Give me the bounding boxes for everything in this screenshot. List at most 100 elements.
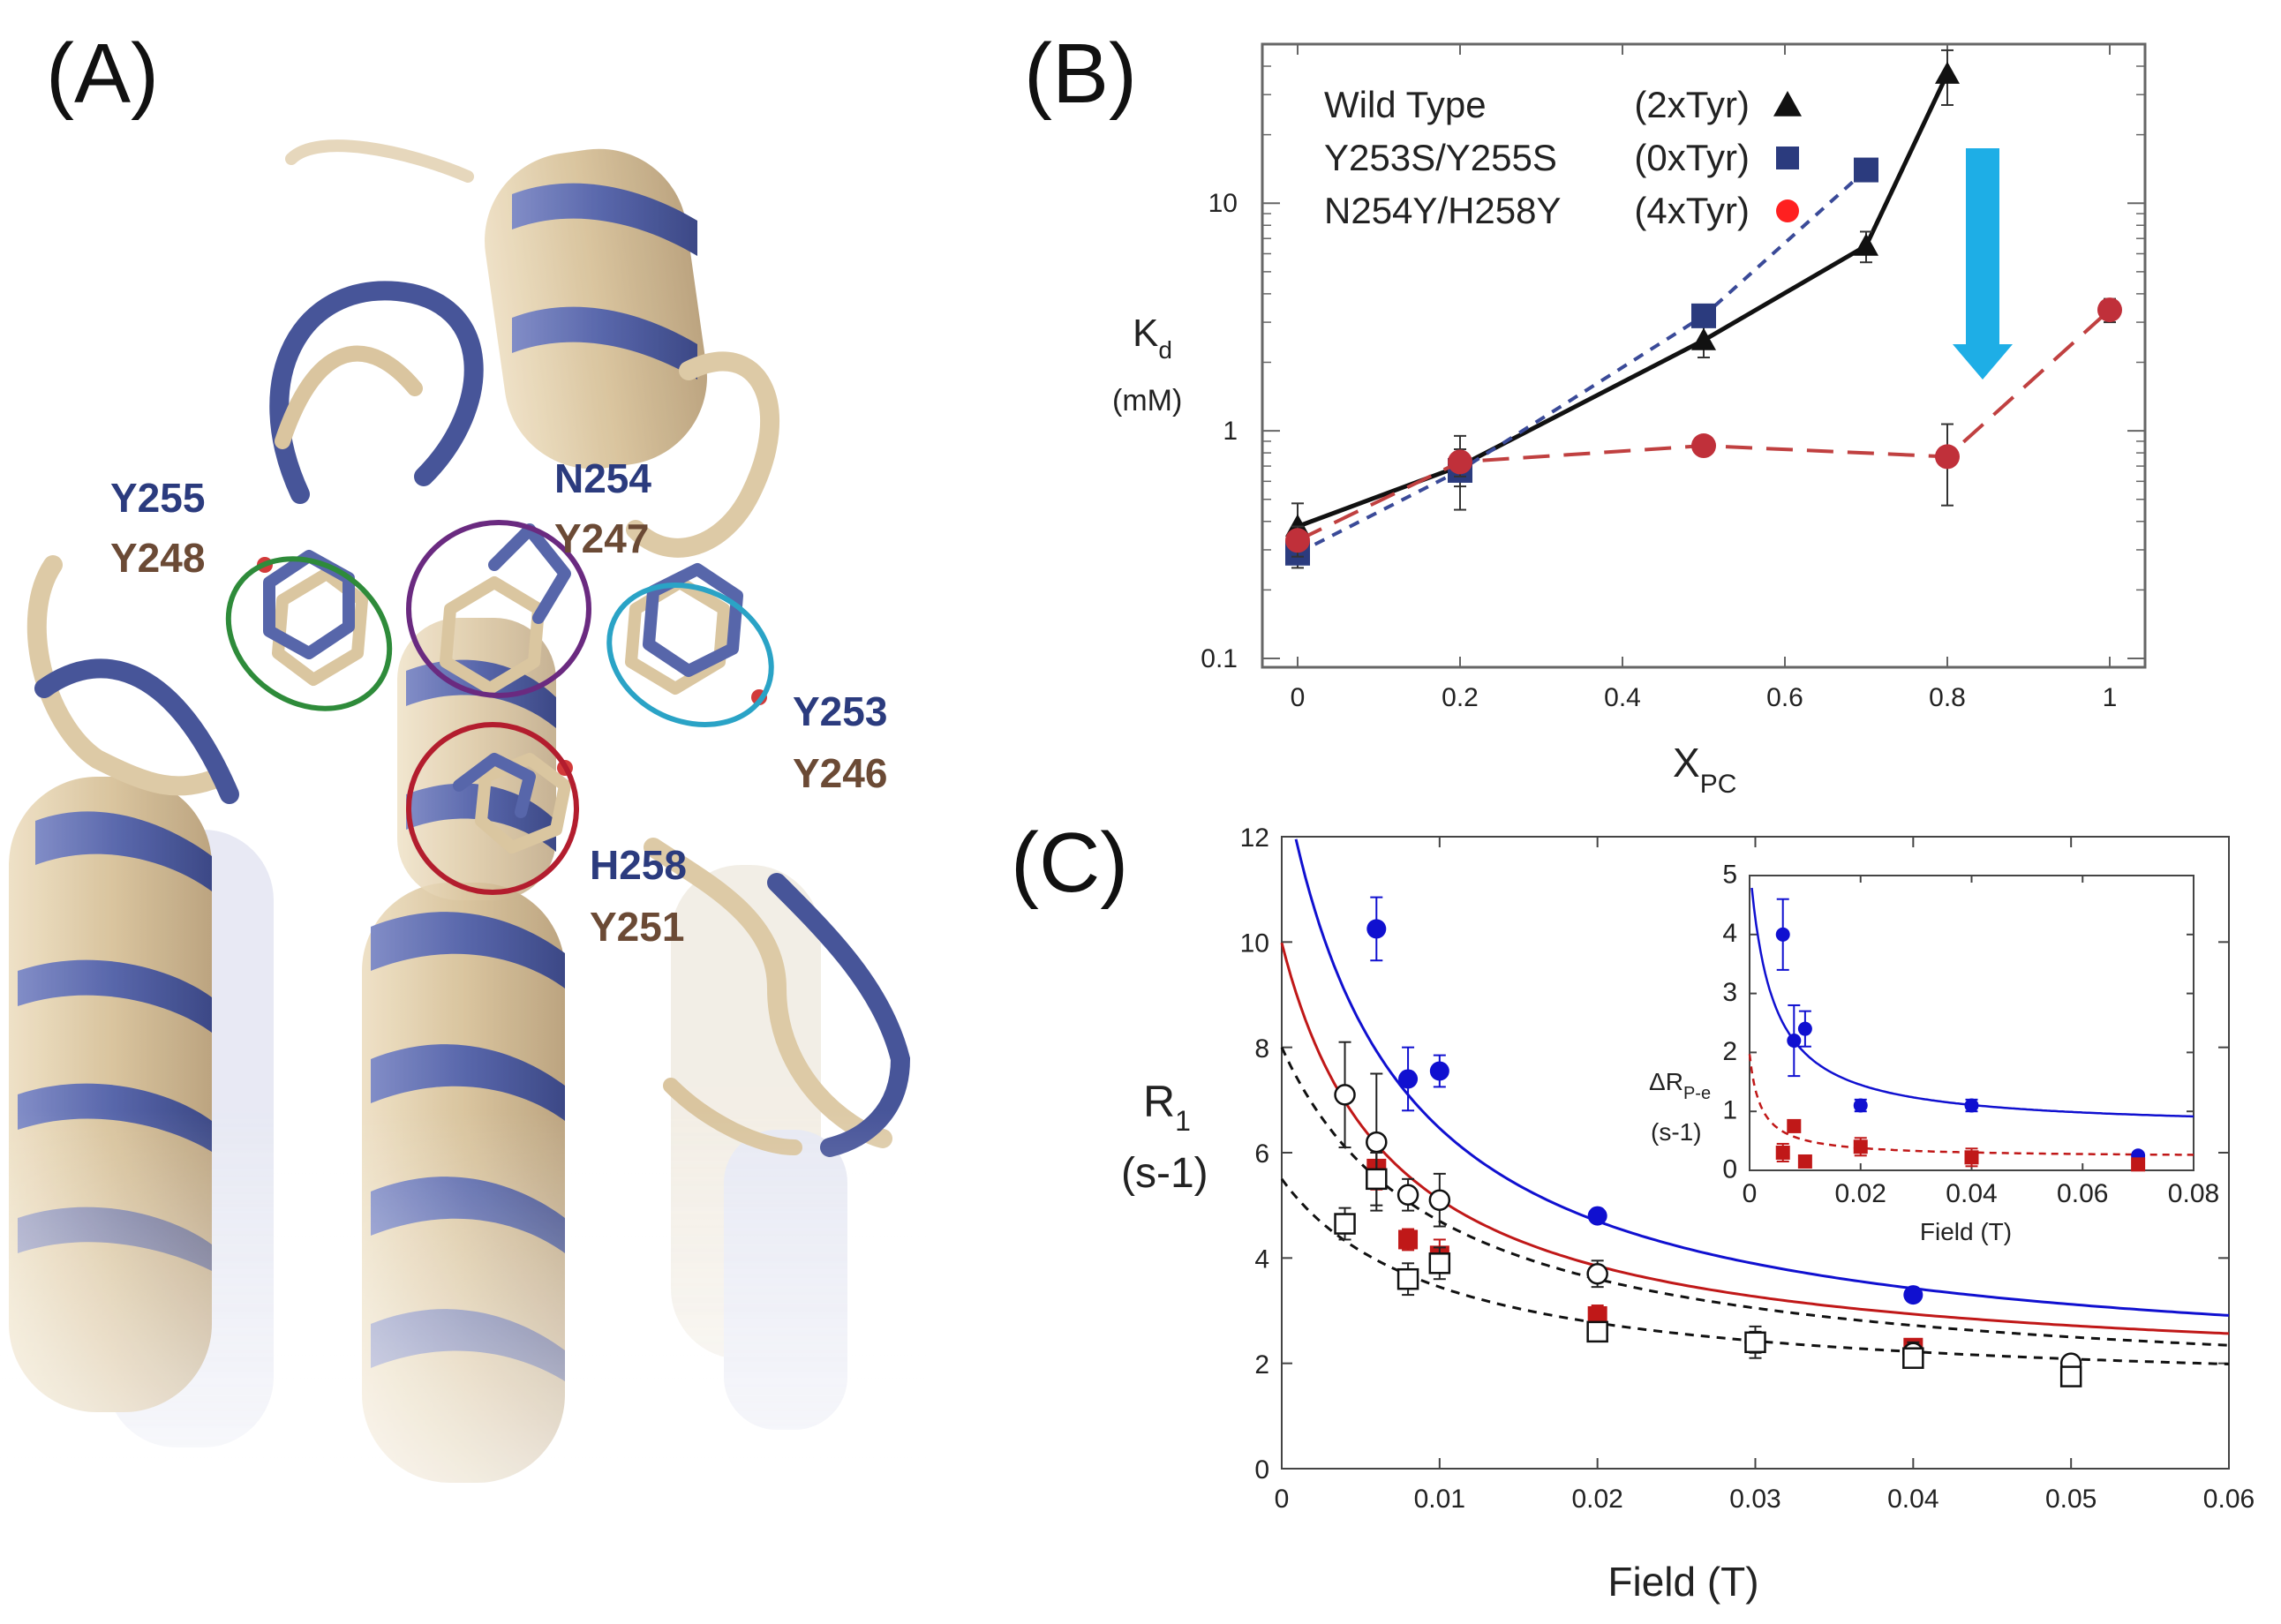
x-tick-label: 0.8 <box>1929 683 1966 712</box>
inset-ylabel-unit: (s-1) <box>1651 1118 1702 1146</box>
x-tick-label: 0.4 <box>1604 683 1641 712</box>
label-y246: Y246 <box>793 750 887 796</box>
x-tick-label: 0.02 <box>1835 1179 1886 1208</box>
data-point <box>1797 1021 1812 1036</box>
label-y251: Y251 <box>590 904 684 950</box>
y-tick-label: 2 <box>1254 1350 1269 1380</box>
arrow-shaft <box>1966 148 1999 347</box>
panel-c-series <box>1280 838 2230 1387</box>
data-point <box>1854 157 1878 183</box>
inset-ylabel: ΔRP-e <box>1649 1068 1711 1103</box>
legend-tag: (2xTyr) <box>1634 84 1750 125</box>
data-point <box>1691 433 1716 459</box>
data-point <box>1902 1347 1924 1369</box>
y-tick-label: 0 <box>1722 1154 1737 1184</box>
x-tick-label: 0.08 <box>2168 1179 2219 1208</box>
x-tick-label: 0 <box>1291 683 1306 712</box>
y-tick-label: 10 <box>1240 929 1269 959</box>
legend-name: Wild Type <box>1324 84 1487 125</box>
data-point <box>1853 1139 1868 1154</box>
y-tick-label: 12 <box>1240 823 1269 853</box>
data-point <box>1797 1154 1812 1169</box>
y-tick-label: 0 <box>1254 1455 1269 1485</box>
label-y253: Y253 <box>793 688 887 734</box>
panel-b-plot-frame <box>1261 42 2147 669</box>
x-tick-label: 0.06 <box>2057 1179 2108 1208</box>
data-point <box>1691 303 1716 328</box>
x-tick-label: 0.05 <box>2045 1485 2097 1514</box>
highlight-ring-cyan <box>606 583 774 727</box>
inset-series <box>1748 887 2194 1172</box>
data-point <box>1964 1098 1979 1113</box>
data-point <box>1587 1305 1607 1326</box>
arrow-head <box>1953 344 2013 380</box>
panel-b-arrow <box>1953 148 2013 380</box>
panel-c-ylabel: R1 <box>1143 1077 1191 1137</box>
panel-b-letter: (B) <box>1024 26 1137 121</box>
legend-marker <box>1773 91 1802 117</box>
label-y248: Y248 <box>110 535 205 581</box>
data-point <box>1854 233 1878 256</box>
panel-b-legend: Wild Type (2xTyr) Y253S/Y255S (0xTyr) N254Y/… <box>1324 84 1802 231</box>
x-tick-label: 0 <box>1275 1485 1290 1514</box>
data-point <box>1744 1331 1766 1354</box>
data-point <box>2131 1157 2146 1172</box>
y-tick-label: 3 <box>1722 978 1737 1007</box>
data-point <box>1334 1084 1356 1106</box>
x-tick-label: 0.06 <box>2203 1485 2255 1514</box>
y-tick-label: 6 <box>1254 1139 1269 1169</box>
y-tick-label: 2 <box>1722 1037 1737 1066</box>
x-tick-label: 0 <box>1743 1179 1758 1208</box>
legend-name: N254Y/H258Y <box>1324 190 1562 231</box>
label-n254: N254 <box>554 455 651 501</box>
data-point <box>1285 528 1310 553</box>
data-point <box>1396 1184 1419 1206</box>
data-point <box>1587 1206 1607 1226</box>
highlight-ring-red <box>406 722 579 895</box>
legend-tag: (4xTyr) <box>1634 190 1750 231</box>
data-point <box>1935 61 1960 84</box>
label-h258: H258 <box>590 842 687 888</box>
data-point <box>1398 1069 1419 1089</box>
panel-b-xlabel: XPC <box>1673 740 1736 799</box>
data-point <box>1428 1189 1451 1211</box>
y-tick-label: 1 <box>1722 1096 1737 1125</box>
legend-name: Y253S/Y255S <box>1324 137 1557 178</box>
y-tick-label: 8 <box>1254 1034 1269 1064</box>
data-point <box>1903 1285 1923 1305</box>
data-point <box>1334 1213 1356 1235</box>
y-tick-label: 0.1 <box>1201 644 1238 673</box>
x-tick-label: 0.02 <box>1571 1485 1622 1514</box>
inset-background <box>1704 863 2194 1170</box>
x-tick-label: 1 <box>2103 683 2118 712</box>
data-point <box>1366 1168 1388 1191</box>
data-point <box>1853 1098 1868 1113</box>
label-y247: Y247 <box>554 515 649 561</box>
x-tick-label: 0.01 <box>1414 1485 1465 1514</box>
highlight-ring-purple <box>406 520 591 698</box>
highlight-ring-green <box>225 556 393 711</box>
y-tick-label: 10 <box>1208 189 1238 218</box>
data-point <box>1775 1145 1790 1160</box>
data-point <box>2059 1365 2082 1387</box>
data-point <box>1935 444 1960 470</box>
panel-b-ylabel-unit: (mM) <box>1112 384 1182 417</box>
data-point <box>1787 1118 1802 1133</box>
panel-b-series <box>1285 49 2122 569</box>
data-point <box>1429 1061 1449 1081</box>
data-point <box>1586 1262 1608 1285</box>
fit-curve <box>1294 838 2230 1317</box>
data-point <box>1691 327 1716 350</box>
panel-a-letter: (A) <box>46 26 159 121</box>
panel-b-ylabel: Kd <box>1133 312 1172 364</box>
legend-tag: (0xTyr) <box>1634 137 1750 178</box>
panel-c-xlabel: Field (T) <box>1607 1559 1758 1605</box>
y-tick-label: 4 <box>1254 1245 1269 1274</box>
data-point <box>1787 1034 1802 1049</box>
x-tick-label: 0.04 <box>1946 1179 1997 1208</box>
